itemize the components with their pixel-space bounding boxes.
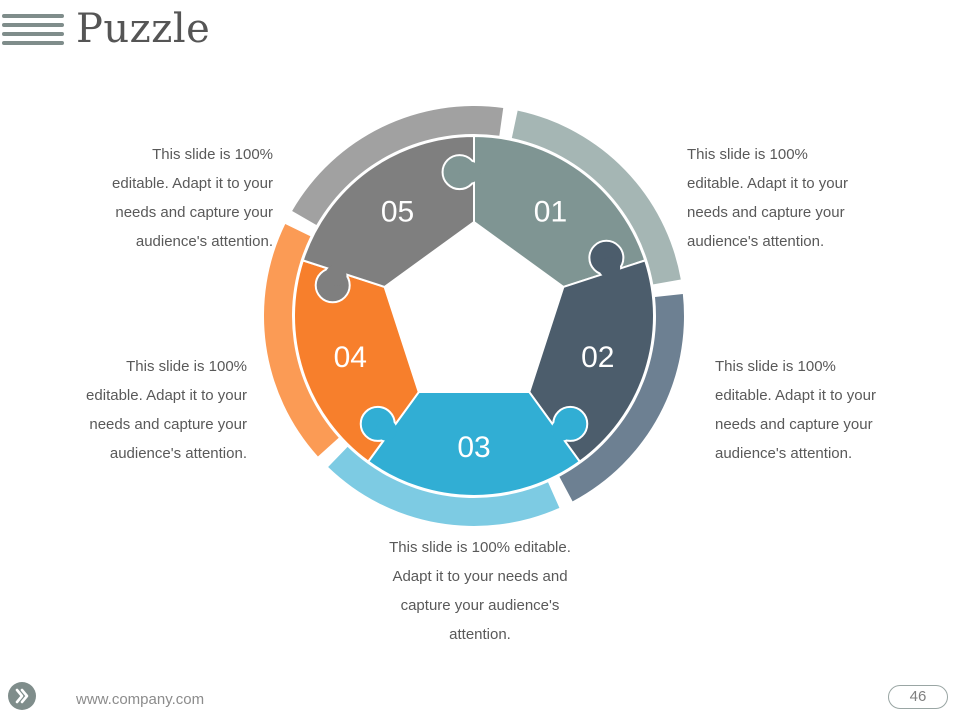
footer-url: www.company.com	[76, 691, 205, 708]
puzzle-tab-neck	[325, 264, 347, 286]
description-middle-right: This slide is 100%editable. Adapt it to …	[715, 358, 876, 462]
segment-number-01: 01	[534, 196, 567, 229]
description-top-left: This slide is 100%editable. Adapt it to …	[112, 146, 273, 250]
segment-number-05: 05	[381, 196, 414, 229]
page-title: Puzzle	[76, 6, 211, 52]
description-top-right: This slide is 100%editable. Adapt it to …	[687, 146, 848, 250]
title-bars-icon	[2, 14, 64, 46]
puzzle-outer-bands	[263, 105, 685, 526]
puzzle-band-04	[263, 223, 339, 457]
puzzle-band-01	[511, 110, 681, 285]
puzzle-center	[386, 224, 562, 391]
puzzle-tab-neck	[459, 161, 481, 183]
segment-number-03: 03	[457, 431, 490, 464]
segment-number-02: 02	[581, 341, 614, 374]
puzzle-labels: 01 02 03 04 05	[334, 196, 615, 464]
puzzle-tab-neck	[551, 419, 573, 441]
segment-number-04: 04	[334, 341, 367, 374]
description-middle-left: This slide is 100%editable. Adapt it to …	[86, 358, 247, 462]
page-number: 46	[888, 685, 948, 709]
next-arrow-icon[interactable]	[8, 682, 36, 710]
description-bottom: This slide is 100% editable.Adapt it to …	[389, 539, 571, 643]
puzzle-tab-neck	[375, 419, 397, 441]
puzzle-pieces	[293, 134, 655, 497]
puzzle-piece-05	[301, 134, 475, 289]
puzzle-band-02	[559, 294, 685, 502]
puzzle-tab-neck	[599, 257, 621, 279]
puzzle-band-03	[328, 446, 560, 526]
puzzle-piece-03	[366, 391, 582, 497]
puzzle-band-05	[292, 105, 504, 225]
